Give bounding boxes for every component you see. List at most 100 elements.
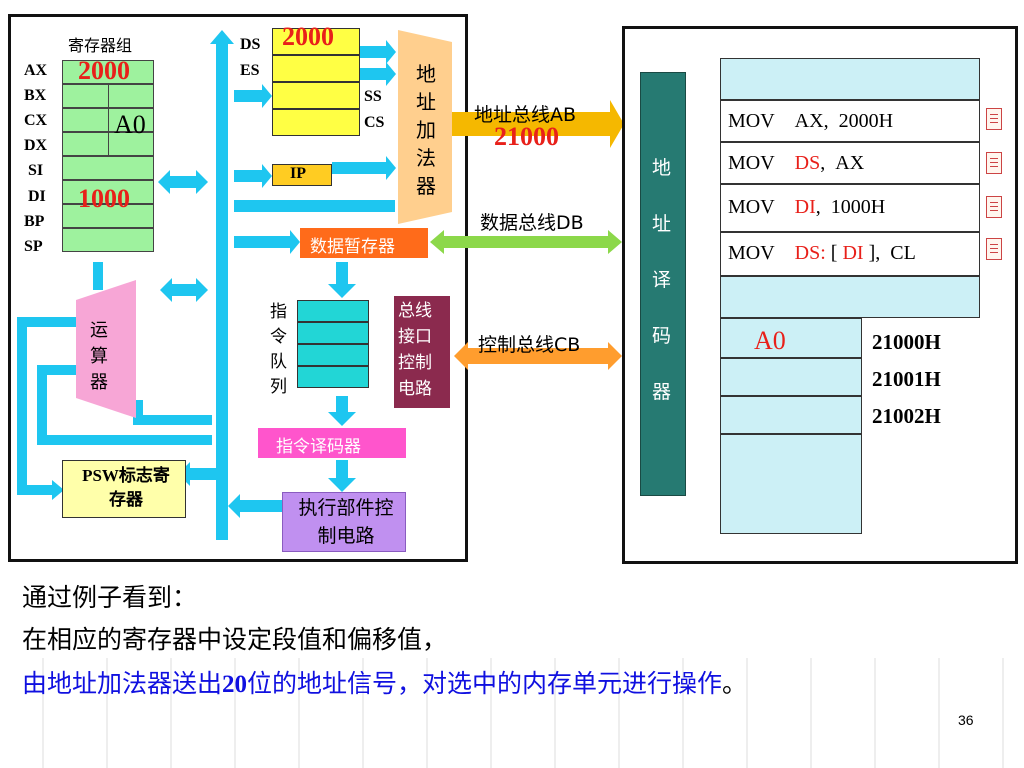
internal-bus-vertical	[210, 30, 234, 540]
ax-value: 2000	[78, 56, 130, 85]
segment-register-ss	[272, 82, 360, 109]
reg-label-dx: DX	[24, 137, 48, 154]
instruction-queue-label: 指令队列	[270, 302, 287, 397]
caption-line-1: 通过例子看到：	[22, 585, 198, 612]
address-decoder	[640, 72, 686, 496]
address-21000: 21000H	[872, 330, 941, 354]
instruction-decoder-label: 指令译码器	[276, 437, 361, 457]
ds-value: 2000	[282, 22, 334, 51]
address-decoder-label: 地址译码器	[652, 157, 672, 403]
register-ax	[62, 60, 154, 84]
memory-cell-empty	[720, 276, 980, 318]
seg-label-cs: CS	[364, 114, 385, 131]
seg-label-ss: SS	[364, 88, 382, 105]
bus-to-temp	[234, 230, 300, 254]
reg-label-ax: AX	[24, 62, 48, 79]
note-icon[interactable]	[986, 238, 1002, 260]
bus-interface-label: 总线接口控制电路	[398, 301, 432, 399]
queue-slot	[297, 366, 369, 388]
bus-to-adder-1	[234, 200, 395, 212]
ip-to-adder	[332, 156, 396, 180]
alu-loop-outer	[17, 317, 78, 495]
register-si	[62, 156, 154, 180]
note-icon[interactable]	[986, 196, 1002, 218]
memory-cell-21001	[720, 358, 862, 396]
queue-slot	[297, 300, 369, 322]
memory-cell-instr-4	[720, 232, 980, 276]
bus-to-segment	[234, 84, 272, 108]
exec-control	[282, 492, 406, 552]
page-number: 36	[958, 712, 974, 728]
psw-register	[62, 460, 186, 518]
queue-slot	[297, 322, 369, 344]
queue-to-decoder	[328, 396, 356, 426]
memory-cell-instr-2	[720, 142, 980, 184]
segment-register-ds	[272, 28, 360, 55]
queue-slot	[297, 344, 369, 366]
control-bus-label: 控制总线CB	[478, 334, 581, 356]
cx-value: A0	[114, 110, 146, 139]
memory-cell-21000	[720, 318, 862, 358]
exec-to-bus	[228, 494, 282, 518]
address-bus-value: 21000	[494, 122, 559, 151]
register-bp	[62, 204, 154, 228]
reg-label-bp: BP	[24, 213, 45, 230]
memory-cell-instr-3	[720, 184, 980, 232]
register-divider	[108, 84, 109, 156]
reg-label-si: SI	[28, 162, 44, 179]
address-bus-label: 地址总线AB	[474, 104, 577, 126]
psw-label: PSW标志寄存器	[82, 466, 170, 509]
di-value: 1000	[78, 184, 130, 213]
address-bus-arrow	[452, 100, 624, 148]
reg-label-di: DI	[28, 188, 46, 205]
bus-interface-box	[394, 296, 450, 408]
bus-to-psw	[178, 462, 216, 486]
caption-line-3: 由地址加法器送出20位的地址信号，对选中的内存单元进行操作。	[22, 671, 748, 698]
memory-cell-top	[720, 58, 980, 100]
register-group-title: 寄存器组	[68, 36, 133, 55]
data-bus-arrow	[430, 230, 622, 254]
register-di	[62, 180, 154, 204]
seg-label-es: ES	[240, 62, 260, 79]
reg-label-cx: CX	[24, 112, 48, 129]
memory-cell-instr-1	[720, 100, 980, 142]
alu-loop-mid	[133, 400, 212, 425]
ip-register	[272, 164, 332, 186]
control-bus-arrow	[454, 342, 622, 370]
bus-to-ip	[234, 164, 272, 188]
ss-to-adder	[360, 62, 396, 86]
register-sp	[62, 228, 154, 252]
decoder-to-exec	[328, 460, 356, 492]
address-21001: 21001H	[872, 367, 941, 391]
instruction-line-1: MOV AX, 2000H	[728, 110, 894, 132]
memory-cell-21002	[720, 396, 862, 434]
alu-bus-arrow	[160, 278, 208, 302]
alu-shape	[76, 280, 136, 418]
reg-bus-arrow	[158, 170, 208, 194]
caption-line-2: 在相应的寄存器中设定段值和偏移值，	[22, 627, 448, 654]
alu-loop-inner	[37, 365, 212, 445]
segment-register-es	[272, 55, 360, 82]
segment-register-cs	[272, 109, 360, 136]
seg-to-adder	[360, 40, 396, 64]
instruction-decoder	[258, 428, 406, 458]
address-adder-label: 地址加法器	[416, 62, 436, 198]
reg-label-sp: SP	[24, 238, 43, 255]
data-bus-label: 数据总线DB	[480, 212, 584, 234]
instruction-line-2: MOV DS, AX	[728, 152, 865, 174]
memory-cell-lower	[720, 434, 862, 534]
instruction-line-3: MOV DI, 1000H	[728, 196, 886, 218]
memory-cell-value: A0	[754, 326, 786, 355]
instruction-line-4: MOV DS: [ DI ], CL	[728, 242, 916, 264]
exec-control-label: 执行部件控制电路	[298, 497, 394, 547]
reg-label-bx: BX	[24, 87, 47, 104]
data-temp-register-label: 数据暂存器	[310, 237, 395, 257]
data-temp-register	[300, 228, 428, 258]
note-icon[interactable]	[986, 152, 1002, 174]
alu-label: 运算器	[90, 320, 108, 393]
seg-label-ds: DS	[240, 36, 261, 53]
temp-to-queue	[328, 262, 356, 298]
address-adder-shape	[398, 30, 452, 224]
note-icon[interactable]	[986, 108, 1002, 130]
